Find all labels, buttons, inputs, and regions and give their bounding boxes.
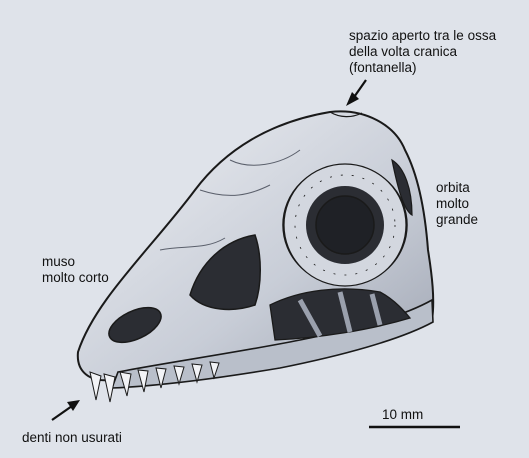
cranial-sutures — [159, 149, 301, 251]
fontanelle-label: spazio aperto tra le ossa della volta cr… — [349, 28, 497, 75]
arrow-fontanelle — [346, 79, 367, 106]
naris — [108, 306, 162, 344]
scale-label: 10 mm — [382, 407, 424, 422]
teeth — [89, 361, 220, 403]
fontanelle — [329, 111, 363, 118]
snout-label: muso molto corto — [42, 254, 109, 285]
arrow-teeth — [51, 400, 80, 421]
teeth-label: denti non usurati — [22, 430, 122, 445]
antorbital-fenestra — [189, 234, 261, 311]
upper-temporal-opening — [391, 158, 413, 217]
orbit-label: orbita molto grande — [436, 180, 479, 227]
